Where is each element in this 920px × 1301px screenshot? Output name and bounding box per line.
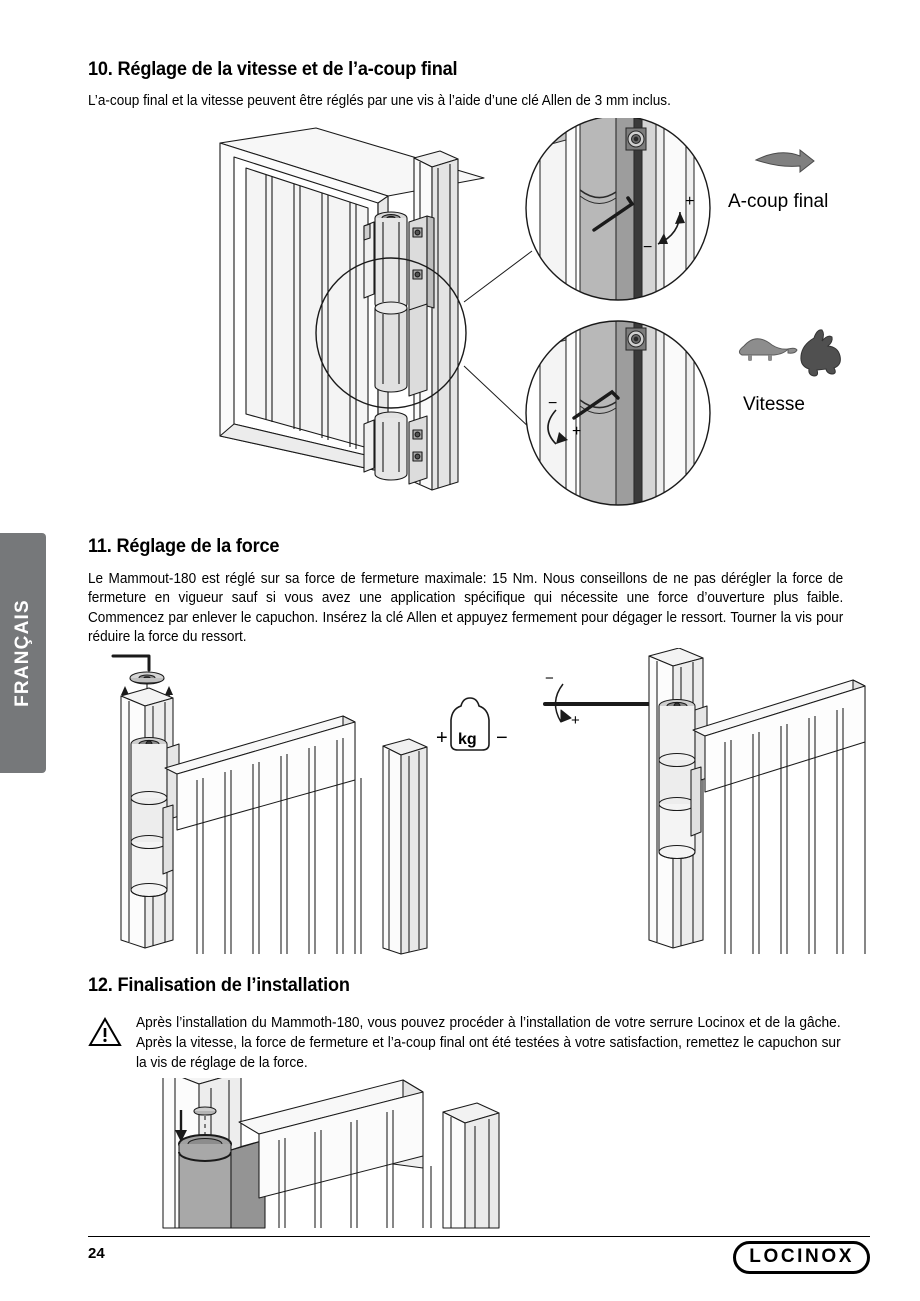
magnifier-circle-main: [315, 257, 467, 409]
section-10: 10. Réglage de la vitesse et de l’a-coup…: [88, 58, 870, 111]
closer-cylinder-final: [178, 1134, 232, 1229]
locinox-logo: LOCINOX: [733, 1241, 870, 1274]
detail-top-minus-label: −: [643, 239, 652, 256]
section-12: 12. Finalisation de l’installation Après…: [88, 974, 870, 1073]
remove-cap-scene: [111, 654, 428, 955]
leader-line-bottom: [463, 365, 533, 431]
footer-divider: [88, 1236, 870, 1237]
weight-kg-label: kg: [458, 731, 477, 748]
detail-bottom-plus-label: +: [572, 423, 581, 440]
turtle-rabbit-icon: [738, 329, 841, 377]
gate-hinge-adjustment-illustration: + −: [219, 118, 841, 506]
closer-cylinder-mid: [374, 301, 428, 397]
callout-label-final-snap: A-coup final: [728, 191, 829, 212]
gate-leaf: [219, 127, 485, 474]
warning-block: Après l’installation du Mammoth-180, vou…: [88, 1013, 870, 1073]
detail-top-plus-label: +: [685, 193, 694, 210]
section-11-heading: 11. Réglage de la force: [88, 535, 280, 557]
force-adjustment-illustration: [111, 648, 866, 955]
callout-label-speed: Vitesse: [743, 394, 805, 415]
leader-line-top: [463, 250, 533, 303]
section-12-figure: [93, 1078, 875, 1233]
weight-plus-label: +: [436, 727, 448, 749]
language-tab-label: FRANÇAIS: [12, 599, 33, 707]
detail-circle-final-snap: + −: [525, 118, 711, 301]
warning-text: Après l’installation du Mammoth-180, vou…: [136, 1015, 841, 1071]
detail-bottom-minus-label: −: [548, 395, 557, 412]
allen-key-icon: [111, 654, 151, 672]
warning-triangle-icon: [88, 1016, 122, 1052]
section-10-figure: + −: [188, 118, 868, 523]
weight-minus-label: −: [496, 727, 508, 749]
section-11-figure: + kg − − +: [93, 648, 875, 958]
section-11-body: Le Mammout-180 est réglé sur sa force de…: [88, 571, 844, 646]
page-number: 24: [88, 1245, 105, 1262]
rotation-plus-label: +: [571, 712, 580, 729]
rotation-minus-label: −: [545, 670, 554, 687]
cap-replacement-illustration: [162, 1078, 500, 1229]
section-10-heading: 10. Réglage de la vitesse et de l’a-coup…: [88, 58, 458, 80]
down-arrow: [175, 1110, 187, 1142]
section-11: 11. Réglage de la force Le Mammout-180 e…: [88, 535, 870, 648]
hinge-closer-upper: [363, 211, 435, 313]
closer-cylinder-right: [658, 698, 696, 860]
closer-cylinder-left: [130, 736, 168, 898]
section-12-heading: 12. Finalisation de l’installation: [88, 974, 350, 996]
language-tab-francais: FRANÇAIS: [0, 533, 46, 773]
hinge-closer-lower: [363, 411, 428, 485]
section-10-intro: L’a-coup final et la vitesse peuvent êtr…: [88, 93, 671, 109]
locinox-logo-text: LOCINOX: [749, 1246, 854, 1267]
slow-arrow-icon: [754, 148, 815, 174]
insert-key-scene: [543, 648, 866, 954]
detail-circle-speed: − +: [525, 320, 711, 506]
weight-kg-icon: [450, 697, 490, 751]
